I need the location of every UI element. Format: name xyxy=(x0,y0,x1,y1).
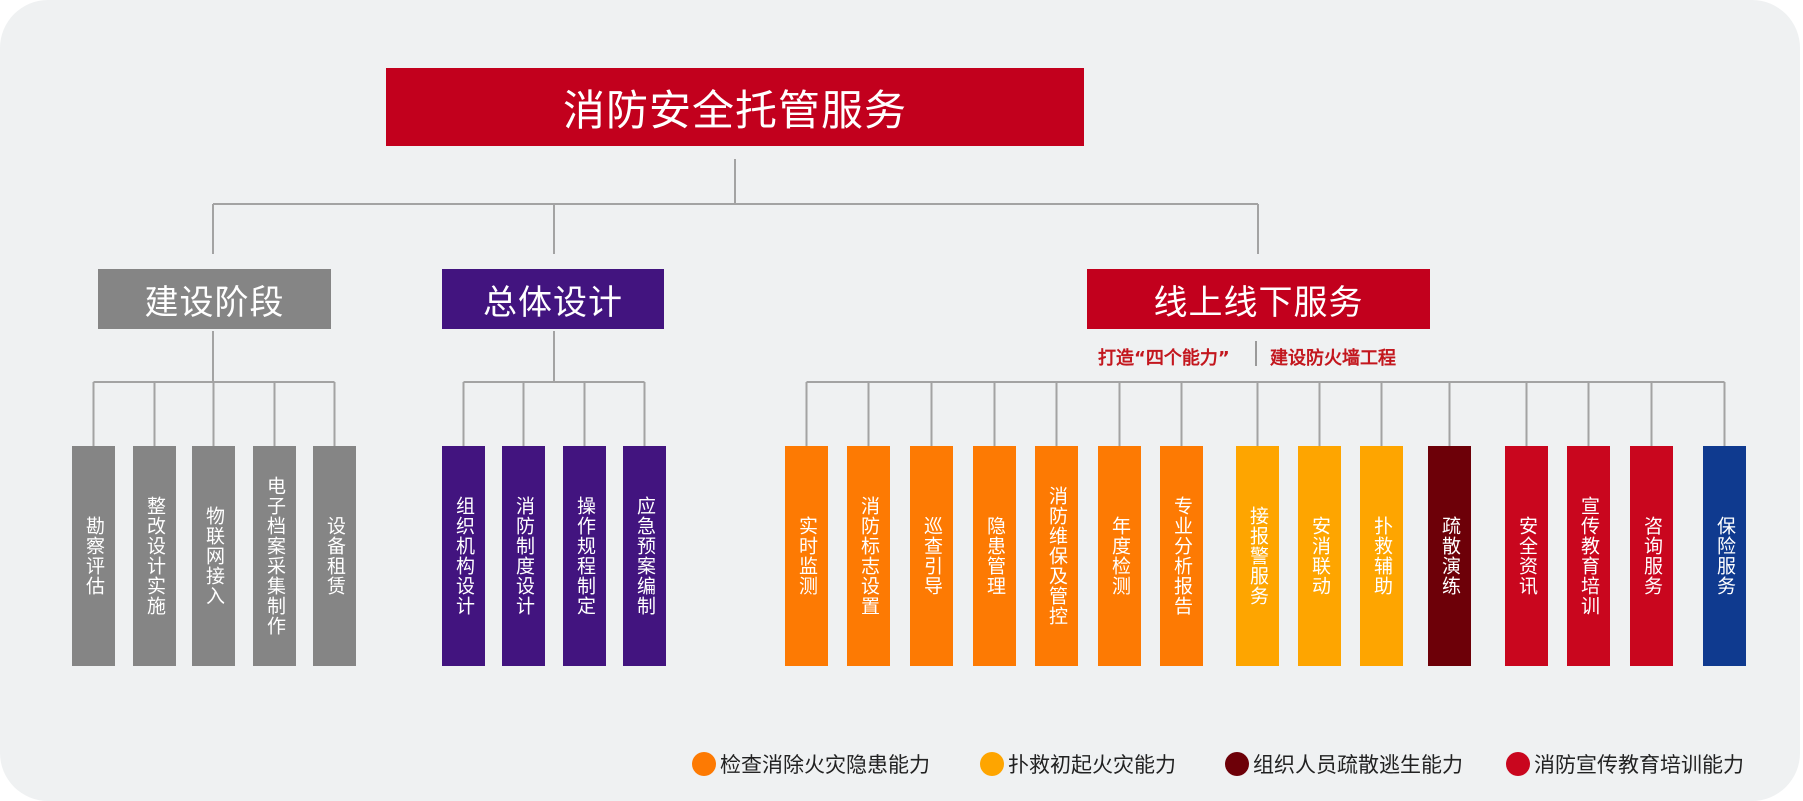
leaf-service-12: 宣传教育培训 xyxy=(1567,446,1610,666)
leaf-construction-0: 勘察评估 xyxy=(72,446,115,666)
legend-item-firefighting: 扑救初起火灾能力 xyxy=(980,749,1176,779)
leaf-service-13: 咨询服务 xyxy=(1630,446,1673,666)
legend-label: 组织人员疏散逃生能力 xyxy=(1253,753,1463,777)
legend-label: 扑救初起火灾能力 xyxy=(1008,753,1176,777)
legend-item-evacuation: 组织人员疏散逃生能力 xyxy=(1225,749,1463,779)
legend-dot xyxy=(980,752,1004,776)
leaf-design-3: 应急预案编制 xyxy=(623,446,666,666)
leaf-service-6: 专业分析报告 xyxy=(1160,446,1203,666)
tagline-left: 打造“四个能力” xyxy=(1098,348,1230,369)
leaf-service-14: 保险服务 xyxy=(1703,446,1746,666)
leaf-service-2: 巡查引导 xyxy=(910,446,953,666)
leaf-service-9: 扑救辅助 xyxy=(1360,446,1403,666)
leaf-construction-2: 物联网接入 xyxy=(192,446,235,666)
legend-dot xyxy=(1225,752,1249,776)
legend-item-inspection: 检查消除火灾隐患能力 xyxy=(692,749,930,779)
tagline-separator xyxy=(1255,341,1257,366)
legend-dot xyxy=(1506,752,1530,776)
leaf-design-1: 消防制度设计 xyxy=(502,446,545,666)
leaf-construction-3: 电子档案采集制作 xyxy=(253,446,296,666)
leaf-construction-4: 设备租赁 xyxy=(313,446,356,666)
leaf-service-3: 隐患管理 xyxy=(973,446,1016,666)
leaf-design-0: 组织机构设计 xyxy=(442,446,485,666)
leaf-service-4: 消防维保及管控 xyxy=(1035,446,1078,666)
legend-label: 检查消除火灾隐患能力 xyxy=(720,753,930,777)
legend-label: 消防宣传教育培训能力 xyxy=(1534,753,1744,777)
leaf-service-7: 接报警服务 xyxy=(1236,446,1279,666)
root-node: 消防安全托管服务 xyxy=(386,68,1084,146)
leaf-construction-1: 整改设计实施 xyxy=(133,446,176,666)
leaf-service-1: 消防标志设置 xyxy=(847,446,890,666)
leaf-service-11: 安全资讯 xyxy=(1505,446,1548,666)
stage-design: 总体设计 xyxy=(442,269,664,329)
legend-dot xyxy=(692,752,716,776)
leaf-service-5: 年度检测 xyxy=(1098,446,1141,666)
leaf-service-0: 实时监测 xyxy=(785,446,828,666)
leaf-service-10: 疏散演练 xyxy=(1428,446,1471,666)
leaf-service-8: 安消联动 xyxy=(1298,446,1341,666)
legend-item-education: 消防宣传教育培训能力 xyxy=(1506,749,1744,779)
stage-construction: 建设阶段 xyxy=(98,269,331,329)
leaf-design-2: 操作规程制定 xyxy=(563,446,606,666)
tagline-right: 建设防火墙工程 xyxy=(1270,348,1396,369)
stage-service: 线上线下服务 xyxy=(1087,269,1430,329)
